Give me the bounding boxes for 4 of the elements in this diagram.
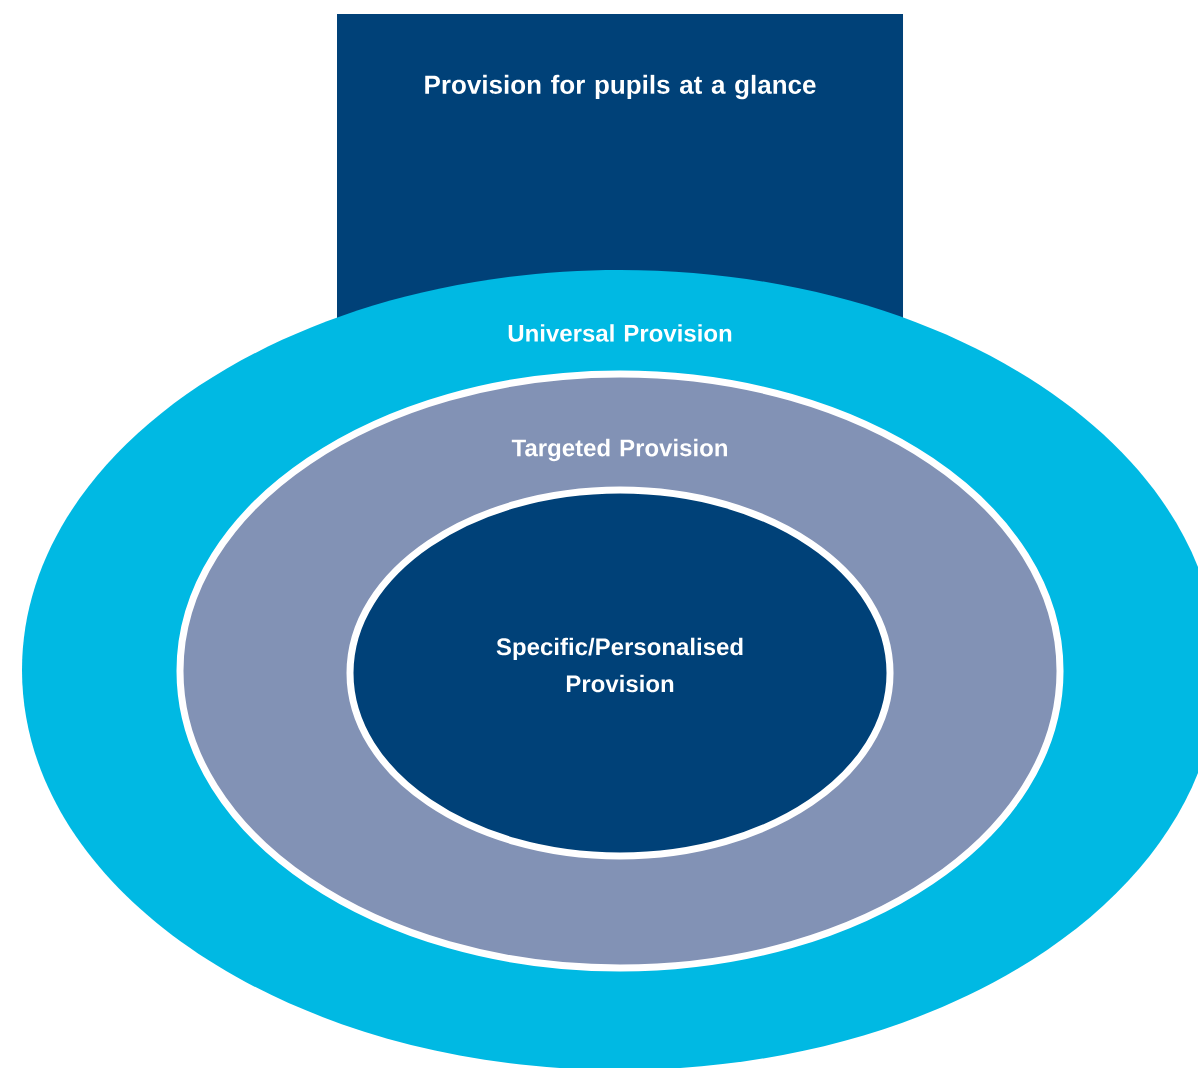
shape-label: Targeted Provision <box>511 438 727 462</box>
shape-label: Universal Provision <box>508 324 732 342</box>
shape-label: Provision for pupils at a glance <box>425 74 816 100</box>
shape-label: Specific/Personalised Provision <box>496 637 743 693</box>
